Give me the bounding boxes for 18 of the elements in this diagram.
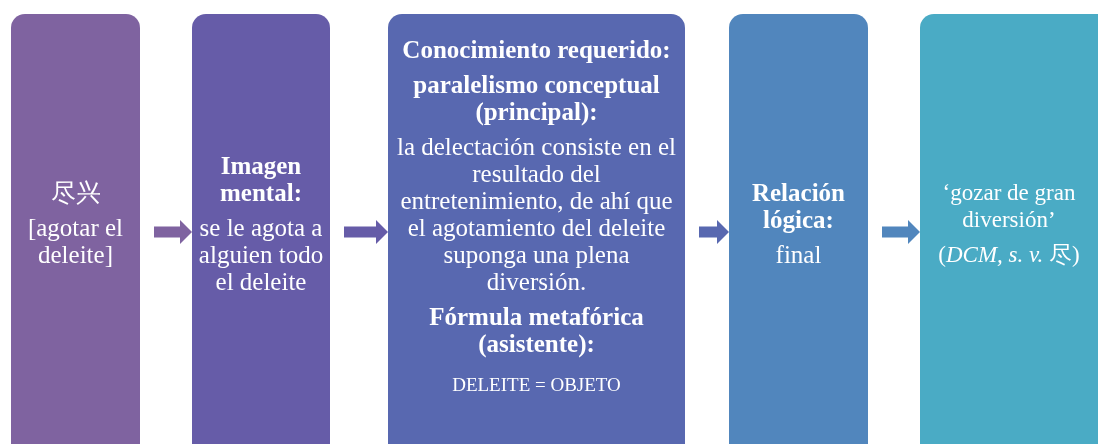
process-box xyxy=(729,14,868,444)
body-text: 尽兴 xyxy=(50,178,101,206)
formula-text: DELEITE = OBJETO xyxy=(452,373,621,397)
process-box xyxy=(11,14,140,444)
heading-text: Fórmula metafórica (asistente): xyxy=(428,303,645,357)
process-box xyxy=(192,14,330,444)
process-box xyxy=(920,14,1098,444)
body-text: se le agota a alguien todo el deleite xyxy=(197,213,325,295)
body-text: ‘gozar de gran diversión’ xyxy=(941,178,1077,233)
heading-text: Conocimiento requerido: xyxy=(402,36,671,63)
body-text: [agotar el deleite] xyxy=(26,213,125,268)
heading-text: Relación lógica: xyxy=(750,178,846,233)
heading-text: paralelismo conceptual (principal): xyxy=(412,71,661,125)
body-text: final xyxy=(775,240,822,268)
process-box xyxy=(388,14,685,444)
heading-text: Imagen mental: xyxy=(219,151,303,206)
body-text: (DCM, s. v. 尽) xyxy=(938,240,1080,268)
body-text: la delectación consiste en el resultado del entretenimiento, de ahí que el agotamiento del deleite suponga una plena diversión. xyxy=(395,133,677,295)
